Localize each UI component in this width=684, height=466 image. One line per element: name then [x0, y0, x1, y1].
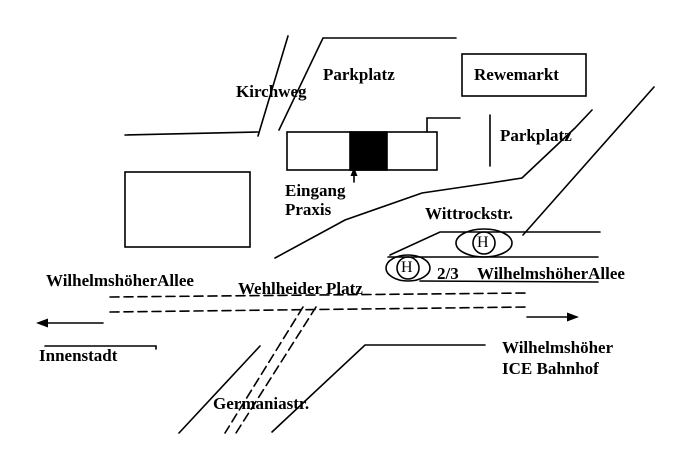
wilhelmshoeher-allee-left-label: WilhelmshöherAllee [46, 271, 194, 290]
bus-stop-lower-icon [396, 256, 420, 280]
wittrockstr-right-edge [522, 86, 655, 236]
bus-stop-lower [385, 254, 431, 282]
tram-track-lower [109, 306, 528, 313]
bus-stop-lower-symbol: H [401, 259, 413, 276]
innenstadt-label: Innenstadt [39, 346, 118, 365]
bus-stop-upper-symbol: H [477, 234, 489, 251]
building-step [426, 117, 461, 133]
bus-line-label: 2/3 [437, 264, 459, 283]
rewemarkt-label: Rewemarkt [474, 65, 559, 84]
bus-stop-upper [455, 228, 513, 258]
road-edge-lower-right [271, 344, 486, 433]
germaniastr-label: Germaniastr. [213, 394, 310, 413]
wehlheider-platz-label: Wehlheider Platz [238, 279, 363, 298]
eingang-label: Eingang [285, 181, 346, 200]
eingang-arrowhead [350, 167, 358, 176]
wittrockstr-road [389, 231, 601, 256]
road-edge-upper-left [124, 131, 259, 136]
parkplatz-top-label: Parkplatz [323, 65, 395, 84]
street-edge-curve [274, 109, 593, 259]
ice-bahnhof-label: ICE Bahnhof [502, 359, 599, 378]
tram-track-upper [109, 292, 528, 298]
germaniastr-track-right [235, 306, 317, 434]
wilhelmshoeher-label: Wilhelmshöher [502, 338, 614, 357]
parkplatz-outline [278, 37, 457, 131]
left-building [124, 171, 251, 248]
allee-upper-edge-right [419, 280, 599, 283]
wilhelmshoeher-allee-right-label: WilhelmshöherAllee [477, 264, 625, 283]
arrow-ice-head [567, 312, 579, 322]
germaniastr-track-left [224, 306, 304, 434]
germaniastr-left-edge [178, 345, 261, 434]
kirchweg-road [257, 35, 289, 137]
bus-stop-upper-icon [472, 231, 496, 255]
arrow-innenstadt-head [36, 318, 48, 328]
kirchweg-label: Kirchweg [236, 82, 307, 101]
praxis-entrance-block [349, 131, 388, 171]
rewemarkt-building [461, 53, 587, 97]
wittrockstr-label: Wittrockstr. [425, 204, 513, 223]
parkplatz-right-label: Parkplatz [500, 126, 572, 145]
praxis-label: Praxis [285, 200, 332, 219]
